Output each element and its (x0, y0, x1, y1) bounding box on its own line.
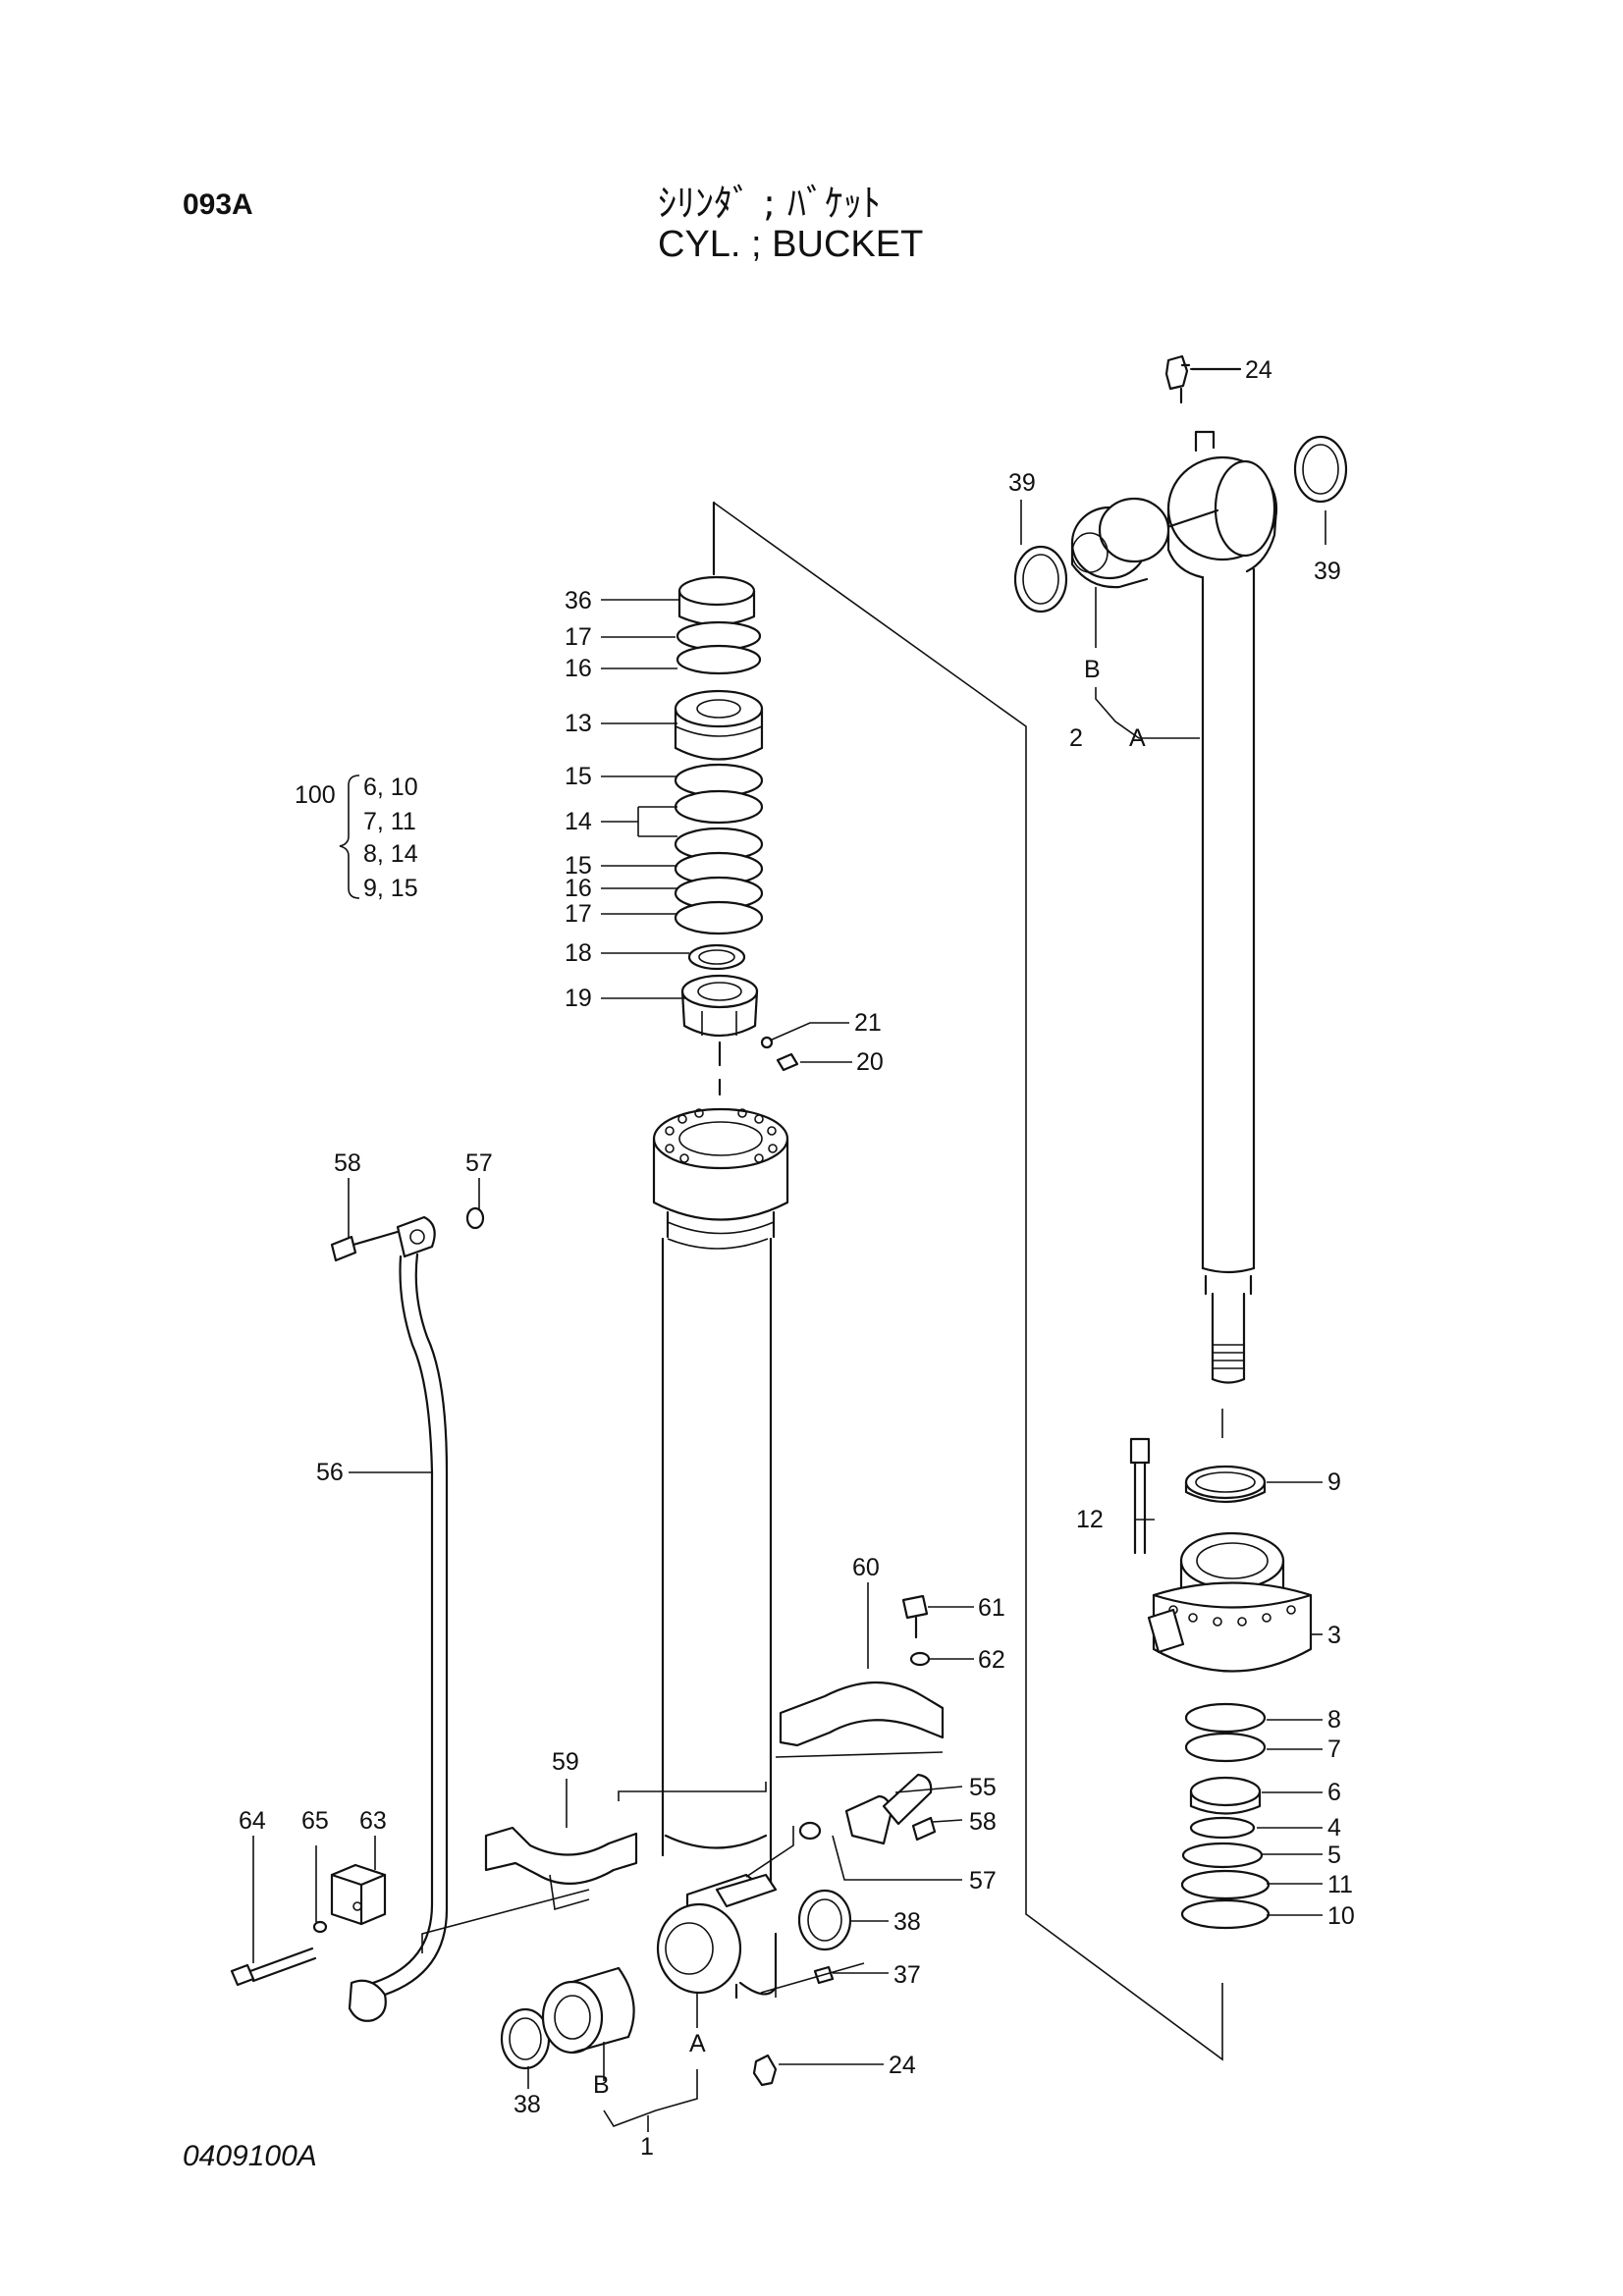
callout-39: 39 (1008, 469, 1036, 497)
kit-row: 7, 11 (363, 808, 416, 835)
callout-58: 58 (334, 1149, 361, 1177)
callout-9: 9 (1327, 1468, 1341, 1496)
callout-21: 21 (854, 1009, 882, 1037)
callout-15: 15 (565, 763, 592, 790)
elbow-fitting-55 (798, 1773, 937, 1845)
washer-65-icon (312, 1920, 328, 1934)
bolt-64-icon (230, 1947, 317, 1987)
page-code: 093A (183, 188, 253, 221)
callout-24: 24 (889, 2052, 916, 2079)
callout-a: A (1129, 724, 1146, 752)
callout-61: 61 (978, 1594, 1005, 1622)
callout-16: 16 (565, 655, 592, 682)
ball-21-icon (760, 1036, 774, 1049)
tube-eye-icon (656, 1873, 778, 2000)
callout-63: 63 (359, 1807, 387, 1835)
clamp-60 (779, 1594, 945, 1747)
callout-4: 4 (1327, 1814, 1341, 1842)
callout-39: 39 (1314, 558, 1341, 585)
block-63 (330, 1863, 387, 1926)
callout-16: 16 (565, 875, 592, 902)
title-japanese: ｼﾘﾝﾀﾞ ; ﾊﾞｹｯﾄ (658, 182, 881, 225)
tube-bushing-icon (541, 1966, 635, 2055)
title-english: CYL. ; BUCKET (658, 224, 924, 265)
callout-b: B (593, 2071, 610, 2099)
pipe-fitting-icon (396, 1215, 436, 1258)
callout-58: 58 (969, 1808, 997, 1836)
callout-12: 12 (1076, 1506, 1104, 1533)
callout-19: 19 (565, 985, 592, 1012)
callout-6: 6 (1327, 1779, 1341, 1806)
callout-7: 7 (1327, 1735, 1341, 1763)
callout-11: 11 (1327, 1871, 1353, 1898)
o-ring-57-icon (465, 1206, 485, 1230)
callout-15: 15 (565, 852, 592, 880)
callout-57: 57 (465, 1149, 493, 1177)
cover-13-icon (674, 689, 764, 761)
leader-lines (252, 368, 1326, 2132)
callout-64: 64 (239, 1807, 266, 1835)
cylinder-tube (500, 1107, 852, 2087)
callout-b: B (1084, 656, 1101, 683)
callout-17: 17 (565, 623, 592, 651)
callout-2: 2 (1069, 724, 1083, 752)
grease-fitting-icon (752, 2054, 778, 2087)
callout-5: 5 (1327, 1842, 1341, 1869)
callout-1: 1 (640, 2133, 654, 2161)
callout-a: A (689, 2030, 706, 2057)
rod-eye-icon (1157, 430, 1278, 579)
callout-55: 55 (969, 1774, 997, 1801)
callout-59: 59 (552, 1748, 579, 1776)
rod-bushing-icon (1070, 497, 1170, 589)
seal-ring-38-right-icon (797, 1889, 852, 1951)
callout-17: 17 (565, 900, 592, 928)
clamp-59 (484, 1826, 638, 1911)
callout-57: 57 (969, 1867, 997, 1895)
callout-38: 38 (893, 1908, 921, 1936)
piston-3-icon (1147, 1531, 1313, 1673)
kit-row: 6, 10 (363, 774, 418, 801)
drawing-number: 0409100A (183, 2140, 317, 2172)
nut-9-icon (1184, 1465, 1267, 1504)
bolt-12-icon (1129, 1437, 1151, 1555)
rod-cover-stack (674, 501, 799, 1096)
grease-pipe (330, 1206, 485, 2022)
callout-60: 60 (852, 1554, 880, 1581)
set-screw-20-icon (776, 1052, 799, 1072)
callout-18: 18 (565, 939, 592, 967)
kit-number: 100 (295, 781, 336, 809)
callout-labels: 24 39 39 B 2 A 36 17 16 13 15 14 15 16 1… (239, 356, 1355, 2161)
callout-8: 8 (1327, 1706, 1341, 1734)
rod-assembly (1013, 354, 1348, 1930)
bushing-36-icon (677, 575, 756, 607)
callout-37: 37 (893, 1961, 921, 1989)
callout-24: 24 (1245, 356, 1272, 384)
piston-rings-icon (1180, 1702, 1271, 1930)
grease-fitting-icon (1164, 354, 1242, 404)
callout-65: 65 (301, 1807, 329, 1835)
callout-10: 10 (1327, 1902, 1355, 1930)
piston-nut-19-icon (680, 974, 759, 1037)
kit-row: 8, 14 (363, 840, 418, 868)
callout-3: 3 (1327, 1622, 1341, 1649)
callout-56: 56 (316, 1459, 344, 1486)
bolt-58-icon (330, 1235, 357, 1262)
callout-13: 13 (565, 710, 592, 737)
kit-row: 9, 15 (363, 875, 418, 902)
callout-14: 14 (565, 808, 592, 835)
callout-38: 38 (514, 2091, 541, 2118)
callout-20: 20 (856, 1048, 884, 1076)
callout-62: 62 (978, 1646, 1005, 1674)
piston-rod-icon (1201, 567, 1256, 1384)
callout-36: 36 (565, 587, 592, 614)
